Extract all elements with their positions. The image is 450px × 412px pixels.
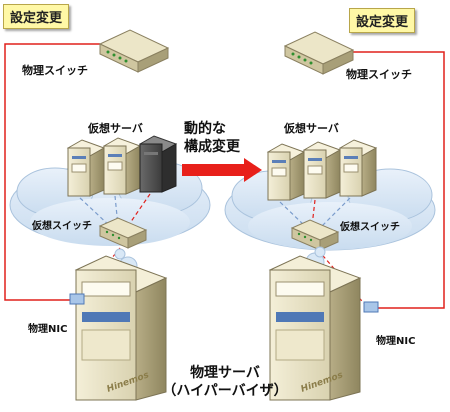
right-config-change-callout: 設定変更 <box>349 8 416 33</box>
right-virtual-servers-icon <box>266 139 378 201</box>
dynamic-change-line2: 構成変更 <box>184 139 240 155</box>
left-virtual-switch-label: 仮想スイッチ <box>32 221 92 232</box>
right-nic-icon <box>363 301 379 313</box>
left-config-change-callout: 設定変更 <box>3 4 70 29</box>
right-physical-server-icon: Hinemos <box>268 255 362 401</box>
right-physical-switch-icon <box>283 31 355 75</box>
physical-server-caption-line2: （ハイパーバイザ） <box>162 383 288 399</box>
right-uplink <box>345 51 445 309</box>
left-uplink <box>4 43 100 301</box>
right-physical-nic-label: 物理NIC <box>376 336 416 347</box>
dynamic-change-line1: 動的な <box>184 121 226 137</box>
physical-server-caption-line1: 物理サーバ <box>190 365 260 381</box>
left-virtual-switch-icon <box>98 217 148 249</box>
left-config-change-label: 設定変更 <box>10 11 63 26</box>
right-physical-switch-label: 物理スイッチ <box>346 68 412 81</box>
left-virtual-servers-icon <box>66 135 178 197</box>
left-physical-switch-label: 物理スイッチ <box>22 64 88 77</box>
left-physical-server-icon: Hinemos <box>74 255 168 401</box>
dynamic-change-label: 動的な 構成変更 <box>184 120 240 156</box>
left-physical-nic-label: 物理NIC <box>28 324 68 335</box>
right-virtual-servers-label: 仮想サーバ <box>284 122 339 135</box>
left-virtual-servers-label: 仮想サーバ <box>88 122 143 135</box>
left-physical-switch-icon <box>98 29 170 73</box>
right-virtual-switch-label: 仮想スイッチ <box>340 222 400 233</box>
right-config-change-label: 設定変更 <box>356 15 409 30</box>
physical-server-caption: 物理サーバ （ハイパーバイザ） <box>160 364 290 400</box>
left-nic-icon <box>69 293 85 305</box>
dynamic-change-arrow-icon <box>182 158 262 182</box>
